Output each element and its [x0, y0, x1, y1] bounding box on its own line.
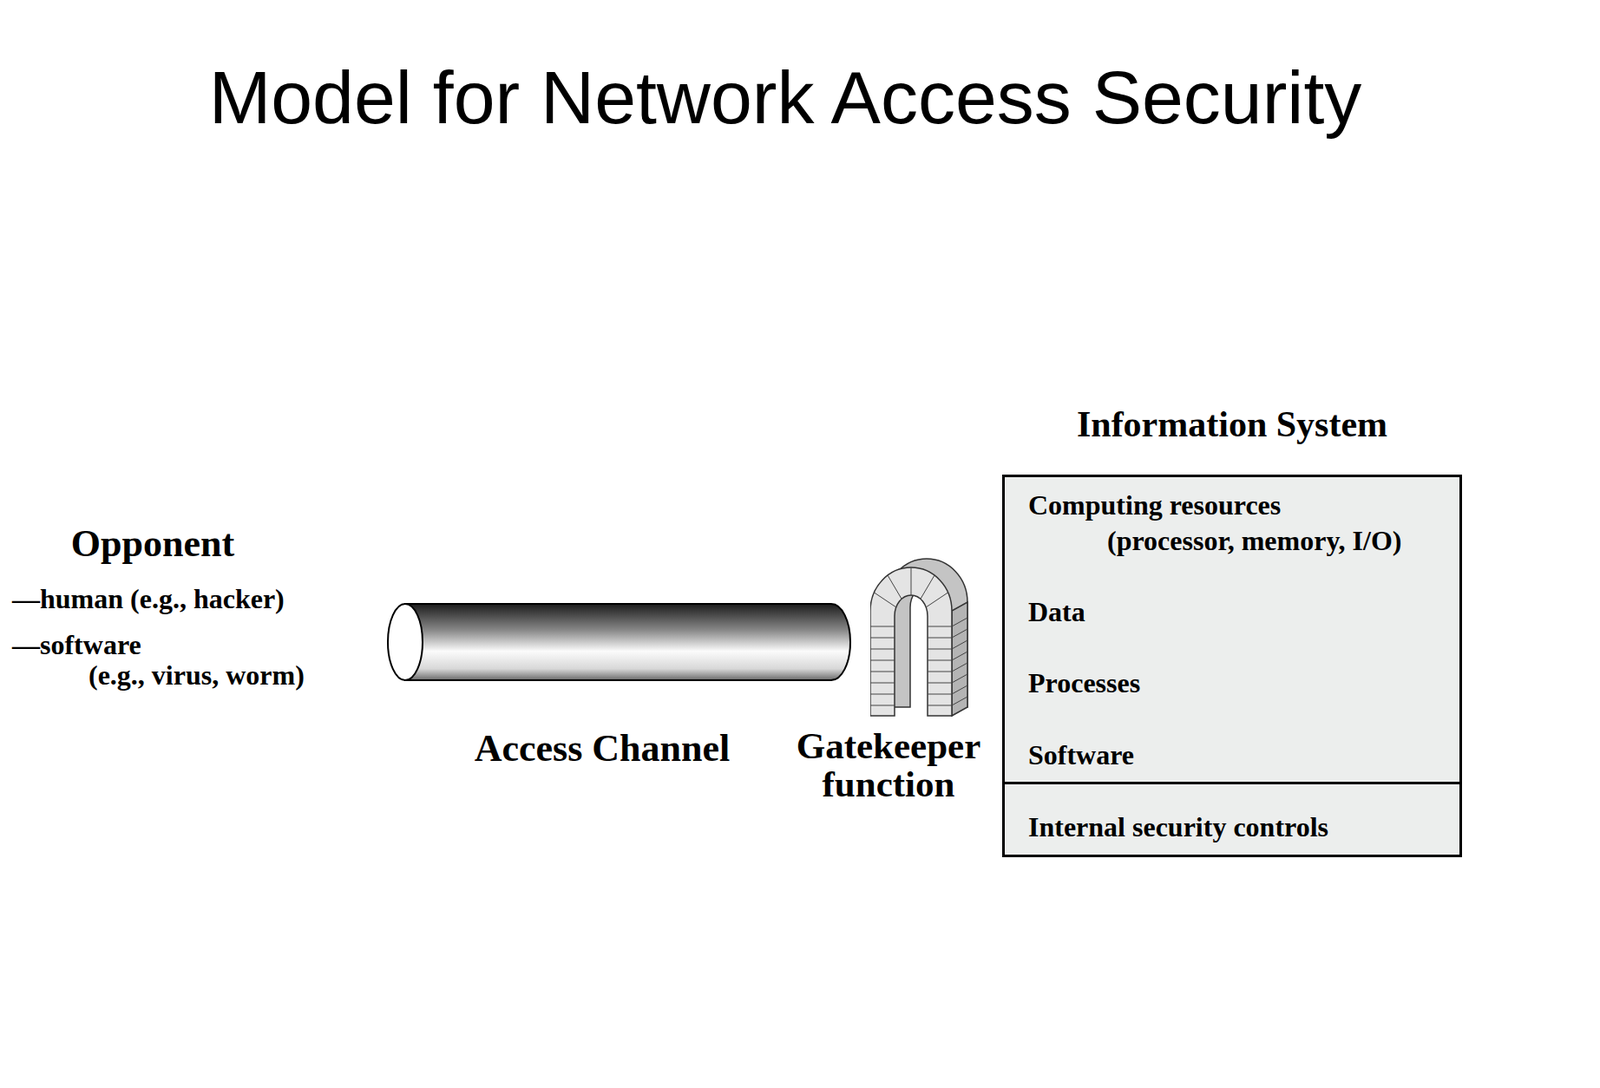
gatekeeper: Gatekeeper function — [780, 551, 998, 804]
wrap-spacer — [170, 629, 336, 661]
resource-item: Processes — [1028, 668, 1141, 699]
opponent-item: —software (e.g., virus, worm) — [12, 629, 305, 691]
resource-item-block: Computing resources (processor, memory, … — [1028, 487, 1446, 559]
controls-label: Internal security controls — [1028, 812, 1329, 843]
resource-item: Software — [1028, 740, 1135, 771]
opponent-item: —human (e.g., hacker) — [12, 583, 285, 615]
gatekeeper-label: Gatekeeper function — [784, 727, 993, 804]
wrap-spacer — [1350, 487, 1446, 524]
resource-item: Computing resources (processor, memory, … — [1028, 489, 1403, 557]
system-heading: Information System — [1004, 404, 1460, 445]
diagram-title: Model for Network Access Security — [0, 53, 1571, 141]
information-system-box: Information SystemComputing resources (p… — [1002, 474, 1463, 858]
resource-item: Data — [1028, 596, 1086, 628]
access-channel: Access Channel — [381, 598, 868, 773]
opponent-heading: Opponent — [71, 524, 235, 564]
internal-controls-band: Internal security controls — [1004, 781, 1460, 855]
cylinder-illustration — [381, 598, 868, 689]
channel-label: Access Channel — [474, 728, 731, 769]
gate-illustration — [870, 553, 973, 722]
opponent-item-block: —software (e.g., virus, worm) — [12, 629, 336, 691]
